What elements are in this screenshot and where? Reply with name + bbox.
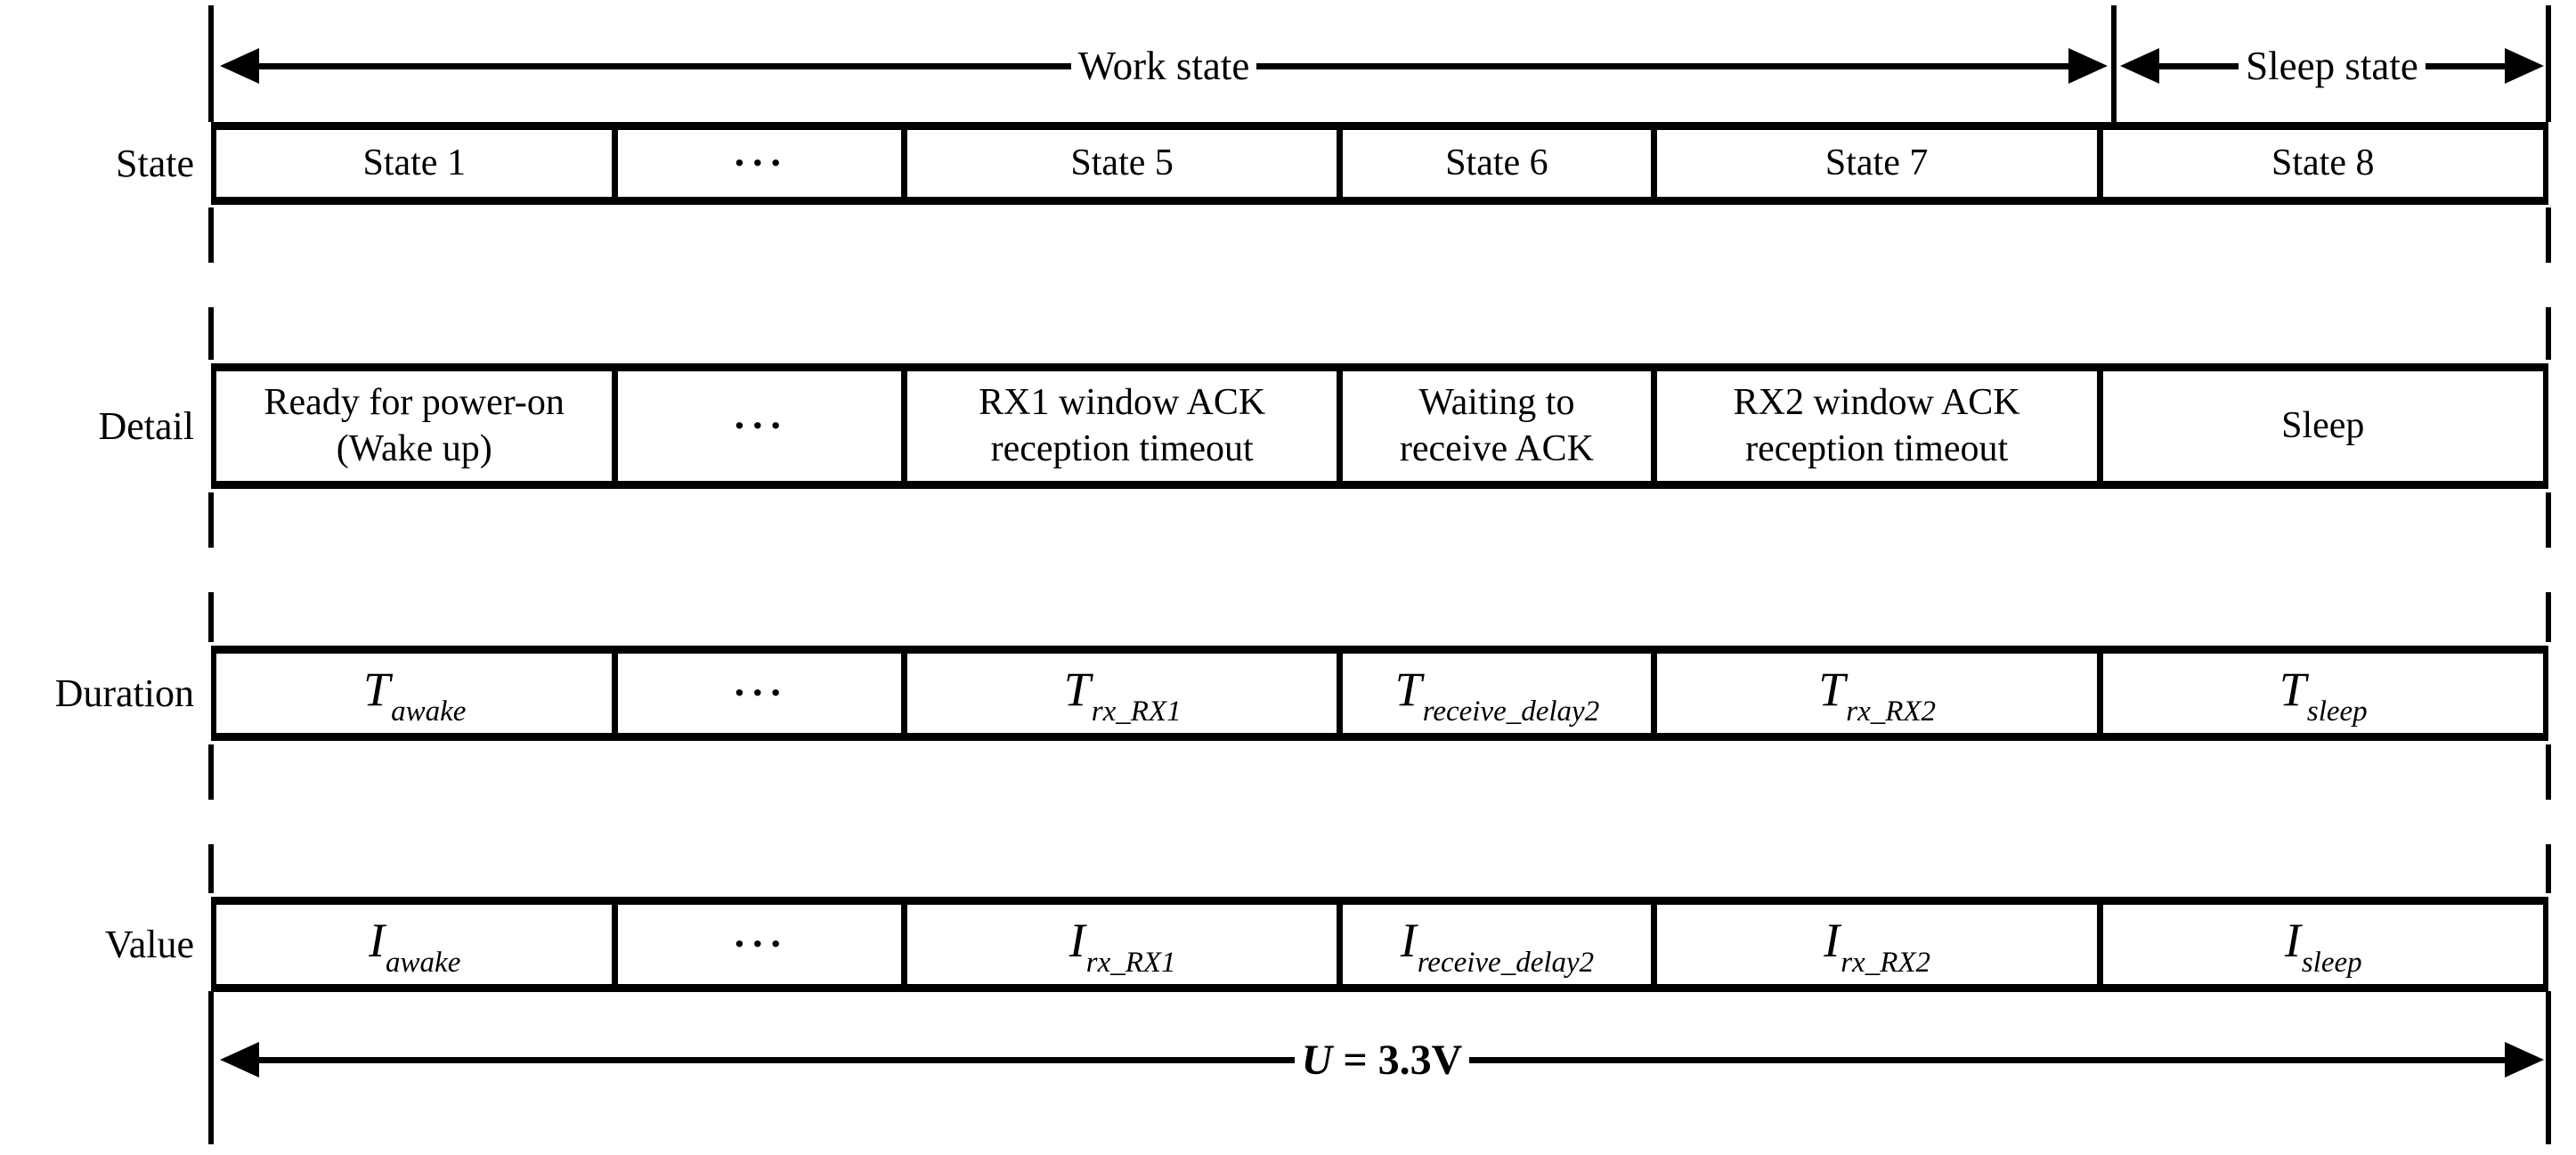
state-cell: State 5 <box>901 130 1337 197</box>
voltage-symbol: U <box>1301 1036 1333 1084</box>
detail-cell-ellipsis: ··· <box>612 371 901 481</box>
row-label-detail: Detail <box>98 404 194 448</box>
value-symbol: Irx_RX1 <box>1069 913 1176 980</box>
voltage-value: = 3.3V <box>1332 1036 1463 1084</box>
top-left-tick-line <box>208 5 214 122</box>
work-state-label: Work state <box>1077 44 1250 88</box>
detail-cell: Sleep <box>2096 371 2548 481</box>
value-cell: Irx_RX1 <box>901 905 1337 984</box>
duration-symbol: Trx_RX2 <box>1818 662 1937 728</box>
work-sleep-boundary-line <box>2111 5 2117 122</box>
right-dashed-connector <box>2546 492 2551 642</box>
duration-row: Tawake ··· Trx_RX1 Treceive_delay2 Trx_R… <box>211 646 2548 741</box>
value-symbol: Iawake <box>369 913 461 980</box>
duration-cell: Trx_RX2 <box>1650 654 2097 733</box>
detail-line: ··· <box>732 403 787 449</box>
detail-line: RX2 window ACK <box>1733 382 2020 424</box>
detail-line: (Wake up) <box>336 427 492 469</box>
duration-symbol: Tsleep <box>2279 662 2368 728</box>
duration-cell: Trx_RX1 <box>901 654 1337 733</box>
arrow-shaft <box>1256 62 2069 69</box>
detail-cell: RX2 window ACK reception timeout <box>1650 371 2097 481</box>
duration-symbol: Treceive_delay2 <box>1394 662 1600 728</box>
work-state-span-arrow: Work state <box>220 44 2109 88</box>
value-cell: Irx_RX2 <box>1650 905 2097 984</box>
top-right-tick-line <box>2546 5 2551 122</box>
duration-cell: Treceive_delay2 <box>1337 654 1651 733</box>
state-cell: State 6 <box>1337 130 1651 197</box>
arrow-shaft <box>2425 62 2506 69</box>
value-symbol: Ireceive_delay2 <box>1400 913 1595 980</box>
right-dashed-connector <box>2546 744 2551 893</box>
detail-row: Ready for power-on (Wake up) ··· RX1 win… <box>211 363 2548 489</box>
value-row: Iawake ··· Irx_RX1 Ireceive_delay2 Irx_R… <box>211 897 2548 992</box>
duration-cell-ellipsis: ··· <box>612 654 901 733</box>
detail-line: RX1 window ACK <box>979 382 1266 424</box>
sleep-state-label: Sleep state <box>2246 44 2418 88</box>
duration-symbol: Trx_RX1 <box>1063 662 1182 728</box>
duration-cell: Tsleep <box>2096 654 2548 733</box>
value-cell: Iawake <box>211 905 612 984</box>
state-cell: State 8 <box>2096 130 2548 197</box>
arrow-right-head-icon <box>2505 1042 2544 1078</box>
row-label-value: Value <box>104 923 194 966</box>
state-row: State 1 ··· State 5 State 6 State 7 Stat… <box>211 122 2548 205</box>
left-dashed-connector <box>208 207 214 360</box>
state-cell: State 7 <box>1650 130 2097 197</box>
detail-cell: RX1 window ACK reception timeout <box>901 371 1337 481</box>
arrow-right-head-icon <box>2068 48 2109 84</box>
duration-cell: Tawake <box>211 654 612 733</box>
state-cell: State 1 <box>211 130 612 197</box>
bottom-right-tick-line <box>2546 991 2551 1144</box>
arrow-right-head-icon <box>2505 48 2545 84</box>
arrow-shaft <box>1469 1056 2505 1063</box>
value-cell: Ireceive_delay2 <box>1337 905 1651 984</box>
arrow-left-head-icon <box>220 48 259 84</box>
detail-line: Ready for power-on <box>264 382 565 424</box>
state-cell-ellipsis: ··· <box>612 130 901 197</box>
value-cell-ellipsis: ··· <box>612 905 901 984</box>
left-dashed-connector <box>208 492 214 642</box>
duration-symbol: Tawake <box>363 662 467 728</box>
sleep-state-span-arrow: Sleep state <box>2120 44 2545 88</box>
arrow-left-head-icon <box>2120 48 2159 84</box>
detail-cell: Waiting to receive ACK <box>1337 371 1651 481</box>
bottom-left-tick-line <box>208 991 214 1144</box>
detail-line: reception timeout <box>1745 427 2009 469</box>
arrow-left-head-icon <box>220 1042 259 1078</box>
right-dashed-connector <box>2546 207 2551 360</box>
detail-line: Sleep <box>2281 404 2365 446</box>
row-label-state: State <box>116 142 194 185</box>
value-cell: Isleep <box>2096 905 2548 984</box>
value-symbol: Isleep <box>2284 913 2362 980</box>
detail-line: receive ACK <box>1399 427 1594 469</box>
voltage-span-arrow: U = 3.3V <box>220 1037 2544 1084</box>
arrow-shaft <box>259 62 1071 69</box>
arrow-shaft <box>259 1056 1295 1063</box>
arrow-shaft <box>2159 62 2239 69</box>
detail-line: Waiting to <box>1418 382 1575 424</box>
voltage-label: U = 3.3V <box>1295 1036 1470 1085</box>
row-label-duration: Duration <box>54 671 194 715</box>
detail-line: reception timeout <box>990 427 1254 469</box>
value-symbol: Irx_RX2 <box>1824 913 1931 980</box>
detail-cell: Ready for power-on (Wake up) <box>211 371 612 481</box>
left-dashed-connector <box>208 744 214 893</box>
